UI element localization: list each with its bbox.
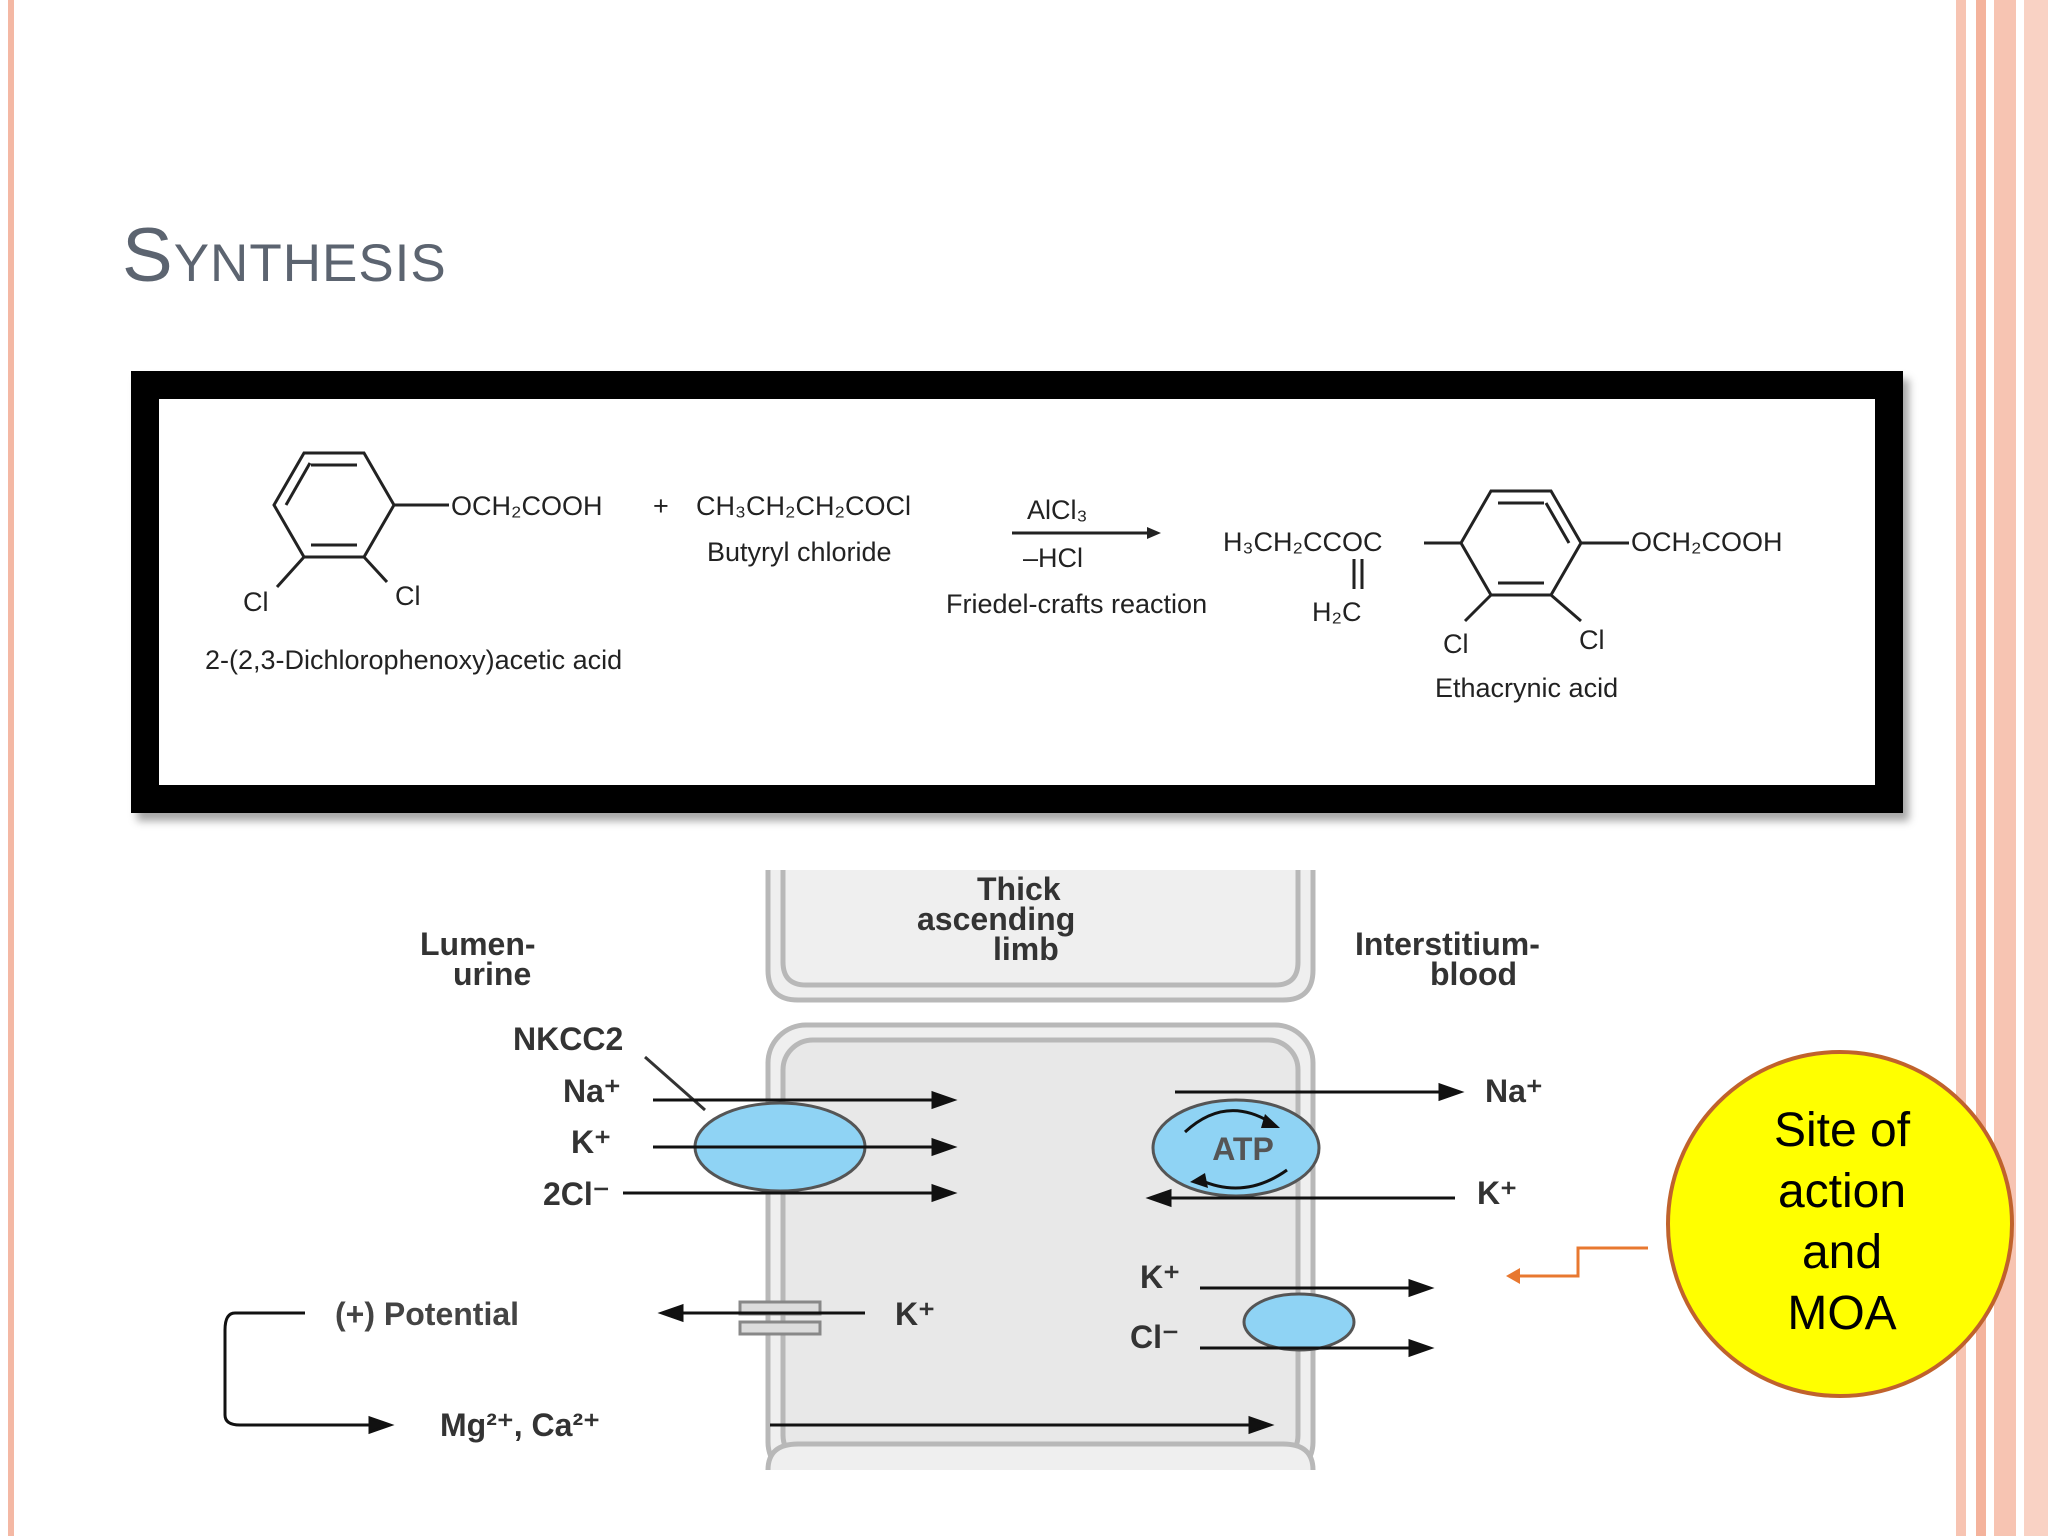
- callout-pointer-arrow: [1506, 1246, 1648, 1284]
- k-channel-arrow: [657, 1303, 865, 1323]
- callout-text: Site of action and MOA: [1672, 1100, 2012, 1344]
- mechanism-diagram: Thick ascending limb Lumen- urine Inters…: [205, 870, 1725, 1470]
- callout-line-2: action: [1777, 1165, 1907, 1218]
- divalent-reabsorption-arrow: [223, 1311, 1275, 1435]
- reactant1-cl-left: Cl: [243, 587, 269, 617]
- interstitium-label-line1: Interstitium-: [1355, 926, 1540, 962]
- product-methylene: H₂C: [1312, 597, 1361, 627]
- pump-arrows: [1145, 1082, 1465, 1208]
- nkcc2-arrows: [623, 1090, 958, 1203]
- lumen-label-line2: urine: [453, 956, 531, 992]
- product-substituent: OCH₂COOH: [1631, 527, 1782, 557]
- reactant1-benzene-ring: [272, 451, 449, 589]
- callout-line-3: and: [1801, 1226, 1883, 1279]
- ion-na-out-label: Na⁺: [1485, 1073, 1543, 1109]
- segment-label-line1: Thick: [977, 871, 1061, 907]
- segment-label-line3: limb: [993, 931, 1059, 967]
- interstitium-label-line2: blood: [1430, 956, 1517, 992]
- product-methylene-bond: [1352, 559, 1364, 589]
- reactant1-substituent: OCH₂COOH: [451, 491, 602, 521]
- k-channel: [738, 1300, 822, 1336]
- pump-arrow-head-bottom: [1190, 1173, 1208, 1188]
- kcl-arrows: [1200, 1278, 1435, 1358]
- catalyst-label: AlCl₃: [1027, 495, 1088, 525]
- ion-2cl-in-label: 2Cl⁻: [543, 1176, 610, 1212]
- product-benzene-ring: [1424, 489, 1629, 623]
- pump-label: ATP: [1212, 1131, 1274, 1167]
- ion-cl-cotrans-label: Cl⁻: [1130, 1319, 1179, 1355]
- product-cl-right: Cl: [1579, 625, 1605, 655]
- reaction-name: Friedel-crafts reaction: [946, 589, 1207, 619]
- frame-stripe-right-4: [2024, 0, 2048, 1536]
- frame-stripe-right-1: [1956, 0, 1966, 1536]
- frame-stripe-right-3: [1994, 0, 2016, 1536]
- potential-label: (+) Potential: [335, 1296, 519, 1332]
- ion-k-in-label: K⁺: [571, 1124, 611, 1160]
- ion-k-pump-label: K⁺: [1477, 1175, 1517, 1211]
- byproduct-label: –HCl: [1023, 543, 1083, 573]
- transporter-label: NKCC2: [513, 1021, 623, 1057]
- transporter-pointer: [644, 1055, 706, 1112]
- frame-stripe-left: [8, 0, 14, 1536]
- divalent-cations-label: Mg²⁺, Ca²⁺: [440, 1407, 600, 1443]
- product-name: Ethacrynic acid: [1435, 673, 1618, 703]
- reactant2-formula: CH₃CH₂CH₂COCl: [696, 491, 911, 521]
- product-left-group: H₃CH₂CCOC: [1223, 527, 1382, 557]
- callout-line-1: Site of: [1773, 1104, 1911, 1157]
- pump-arrow-head-top: [1261, 1114, 1280, 1128]
- reaction-arrow: [1012, 527, 1161, 539]
- frame-stripe-right-2: [1976, 0, 1986, 1536]
- synthesis-figure-frame: OCH₂COOH Cl Cl 2-(2,3-Dichlorophenoxy)ac…: [131, 371, 1903, 813]
- plus-sign: +: [653, 491, 669, 521]
- ion-na-in-label: Na⁺: [563, 1073, 621, 1109]
- reactant2-name: Butyryl chloride: [707, 537, 892, 567]
- ion-k-channel-label: K⁺: [895, 1296, 935, 1332]
- upper-cell-outline: [765, 870, 1316, 1003]
- synthesis-scheme: OCH₂COOH Cl Cl 2-(2,3-Dichlorophenoxy)ac…: [159, 399, 1875, 785]
- lower-cell-outline: [765, 1441, 1316, 1470]
- ion-k-cotrans-label: K⁺: [1140, 1259, 1180, 1295]
- reactant1-name: 2-(2,3-Dichlorophenoxy)acetic acid: [205, 645, 622, 675]
- product-cl-left: Cl: [1443, 629, 1469, 659]
- site-of-action-callout: [1666, 1050, 2014, 1398]
- segment-label-line2: ascending: [917, 901, 1075, 937]
- kcl-cotransporter: [1242, 1292, 1356, 1352]
- pump-cycle-arrows: [1183, 1109, 1288, 1190]
- reactant1-cl-right: Cl: [395, 581, 421, 611]
- callout-line-4: MOA: [1787, 1287, 1897, 1340]
- lumen-label-line1: Lumen-: [420, 926, 536, 962]
- slide-title: Synthesis: [122, 213, 447, 298]
